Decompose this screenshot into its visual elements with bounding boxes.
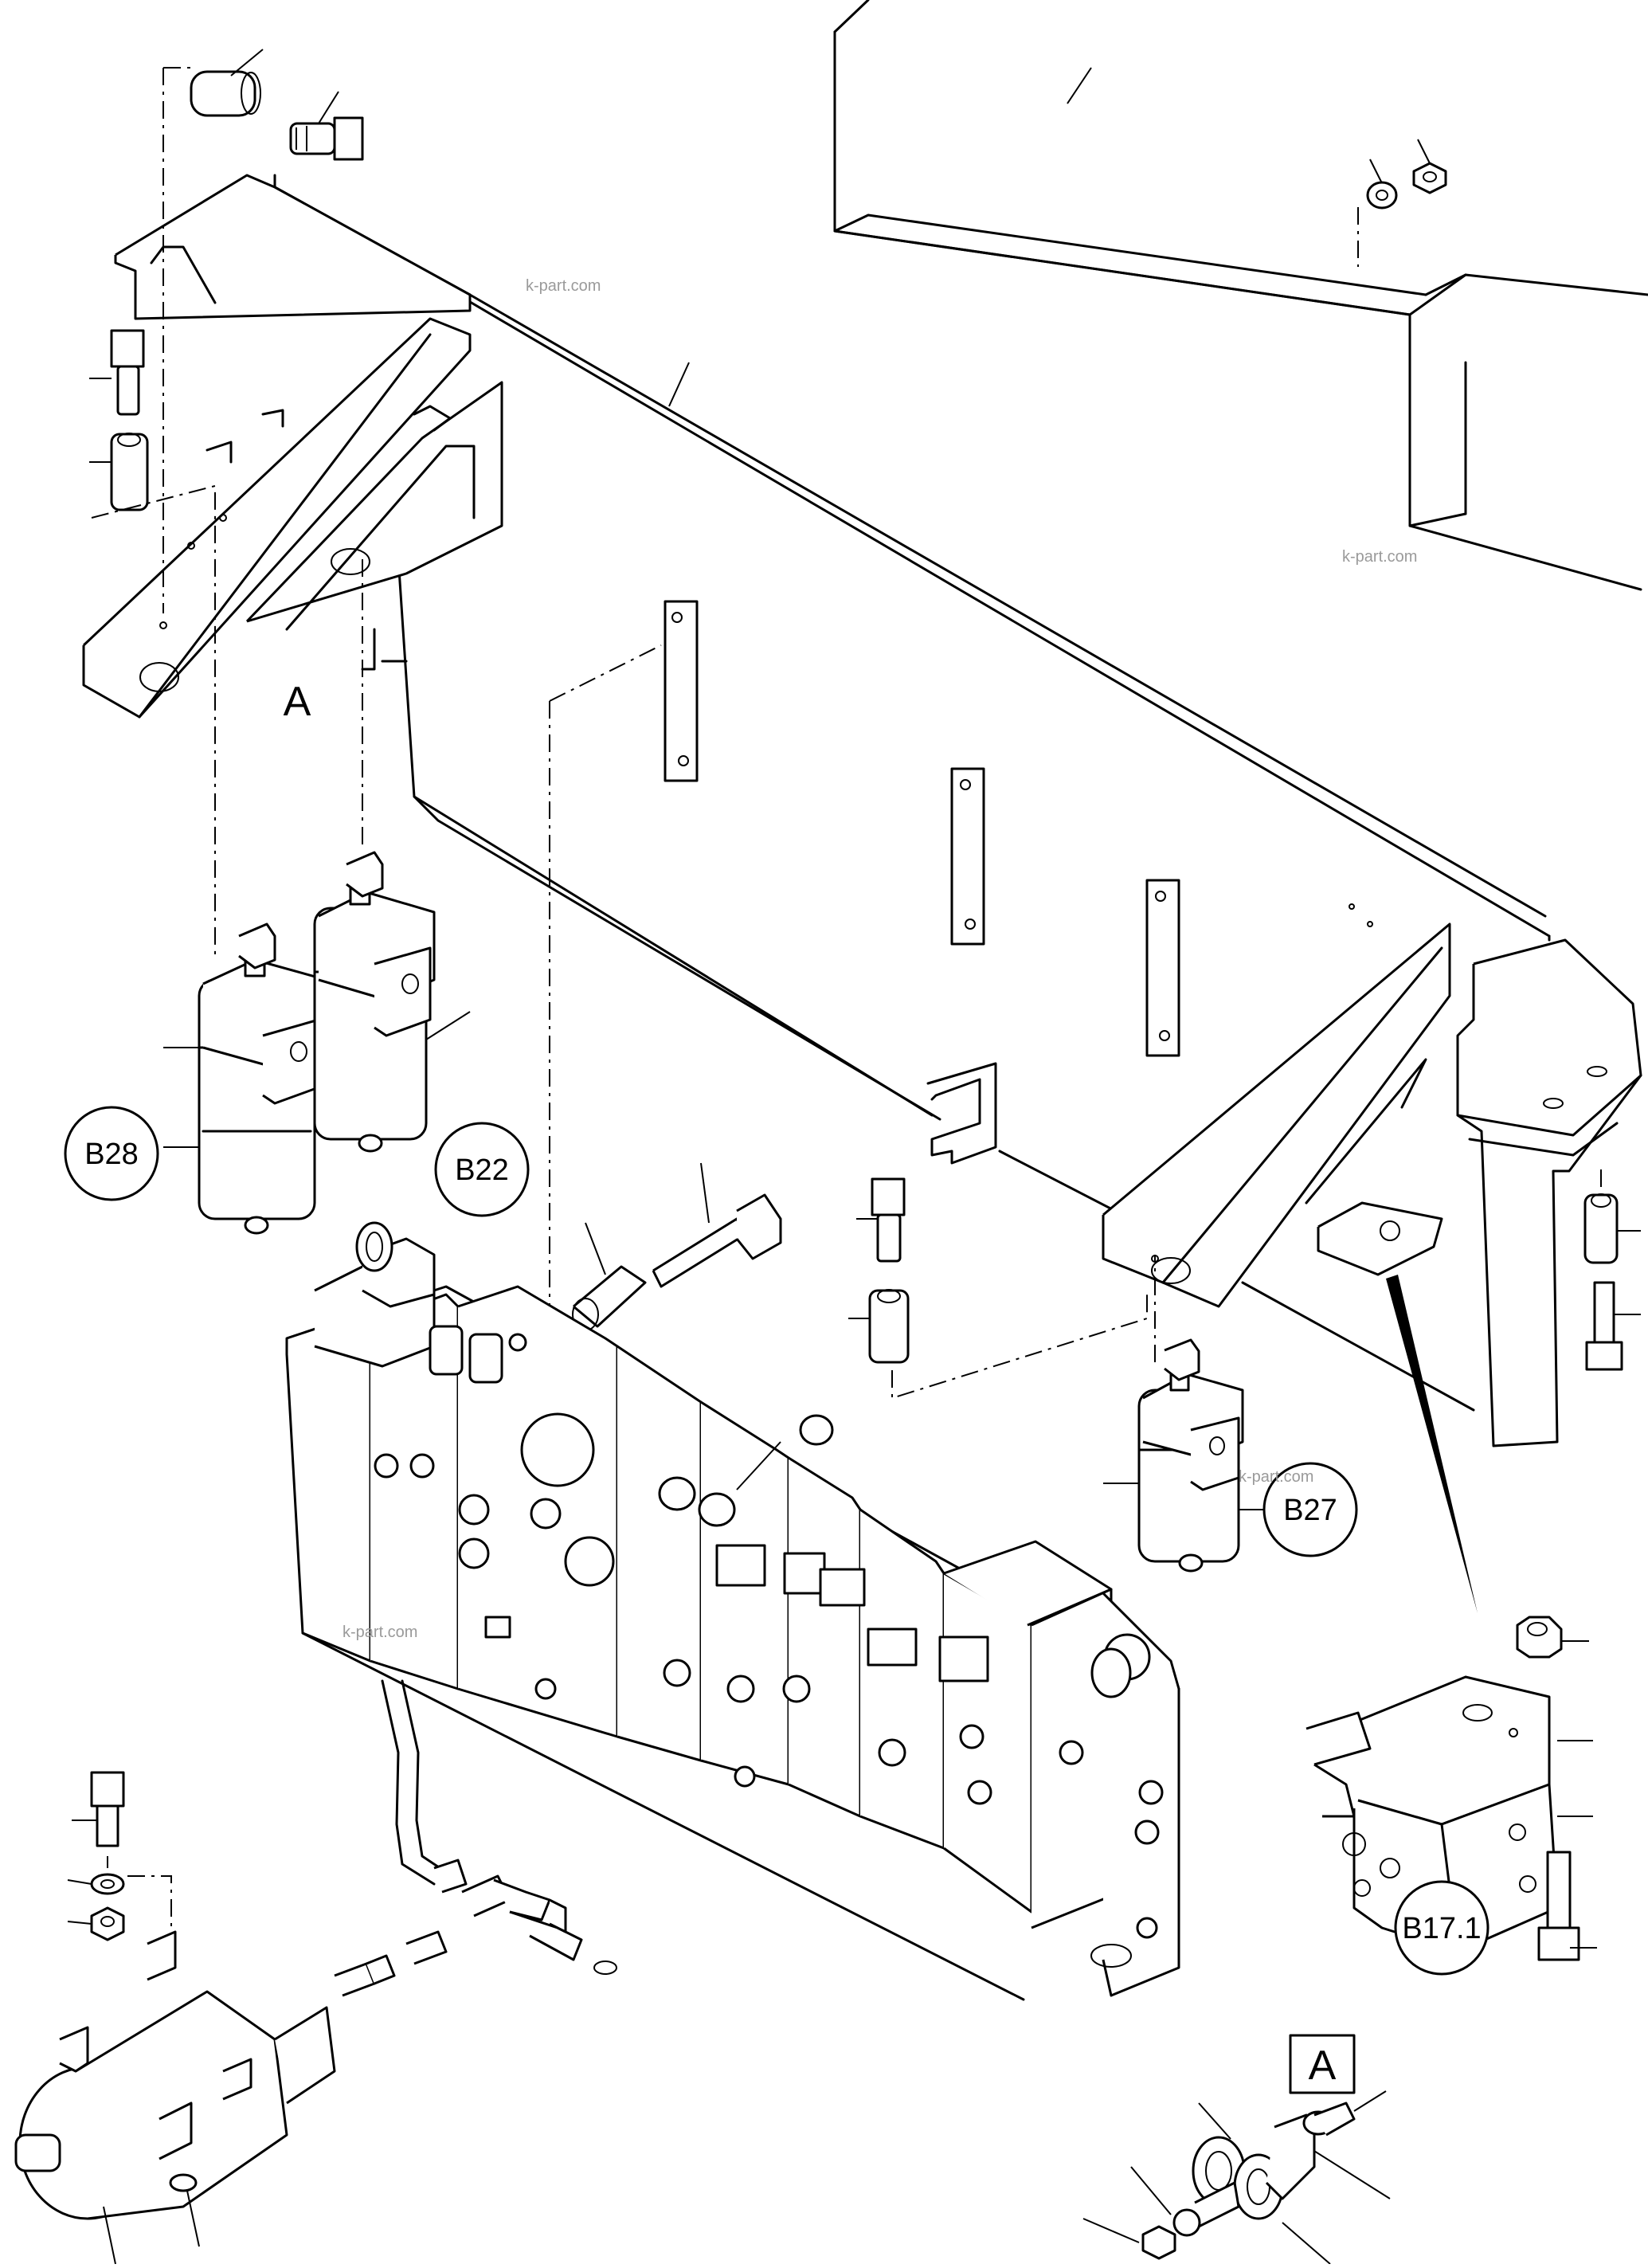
callout-b17-1-label: B17.1: [1402, 1912, 1481, 1945]
leader-crossmember: [1067, 67, 1092, 104]
bolt-bottom-left: [72, 1771, 125, 1847]
washer-nut-top-right: [1357, 139, 1447, 267]
control-valve-block: [285, 1221, 1180, 2001]
callout-b28: B28: [64, 1106, 159, 1201]
detail-a-box: A: [1289, 2034, 1356, 2094]
center-spacer: [572, 1222, 647, 1331]
left-console-bracket: [82, 174, 503, 719]
dash-line-center-right: [891, 1291, 1148, 1400]
leader-valve-block: [736, 1441, 781, 1490]
spacer-left: [89, 433, 149, 511]
bolt-b17-1: [1537, 1851, 1597, 1961]
filter-b28: [163, 922, 328, 1235]
filter-b22: [313, 851, 471, 1153]
bolt-center-right: [856, 1177, 906, 1263]
watermark-4: k-part.com: [343, 1624, 417, 1641]
detail-arrow-b17-1: [1386, 1275, 1478, 1613]
leader-carrier-frame: [668, 362, 690, 407]
chassis-crossmember: [833, 0, 1648, 591]
detail-a-label: A: [1309, 2043, 1337, 2089]
filter-b27: [1103, 1338, 1266, 1573]
watermark-1: k-part.com: [526, 277, 601, 295]
straight-fitting: [334, 1930, 448, 1997]
detail-a-parts: [1082, 2090, 1391, 2265]
tee-fitting: [461, 1874, 617, 1975]
washer-bottom-left: [67, 1873, 125, 1895]
dash-bl-2: [127, 1875, 172, 1932]
dash-line-center-2: [549, 644, 662, 702]
spacer-top-left: [190, 49, 264, 117]
watermark-2: k-part.com: [1342, 548, 1417, 566]
nut-bottom-left: [67, 1906, 125, 1941]
center-bolt: [652, 1162, 782, 1288]
bolt-left: [89, 329, 145, 416]
callout-b22-label: B22: [455, 1154, 509, 1187]
callout-b28-label: B28: [84, 1138, 139, 1171]
bolt-top-left: [289, 91, 364, 161]
main-carrier-frame: [273, 174, 1551, 1412]
dash-line-left-3: [91, 484, 216, 956]
hydraulic-hose: [381, 1679, 468, 1894]
callout-b22: B22: [434, 1122, 530, 1217]
callout-b17-1: B17.1: [1394, 1880, 1489, 1976]
spacer-center-right: [848, 1289, 910, 1364]
spacer-right: [1583, 1193, 1641, 1264]
callout-b27-label: B27: [1283, 1494, 1337, 1527]
bolt-right: [1585, 1281, 1641, 1371]
nut-b17-1: [1516, 1616, 1589, 1659]
callout-b27: B27: [1262, 1462, 1358, 1557]
right-console-bracket: [1102, 903, 1642, 1447]
watermark-3: k-part.com: [1239, 1468, 1313, 1486]
bracket-a-label: A: [284, 679, 311, 725]
accumulator: [14, 1930, 336, 2265]
